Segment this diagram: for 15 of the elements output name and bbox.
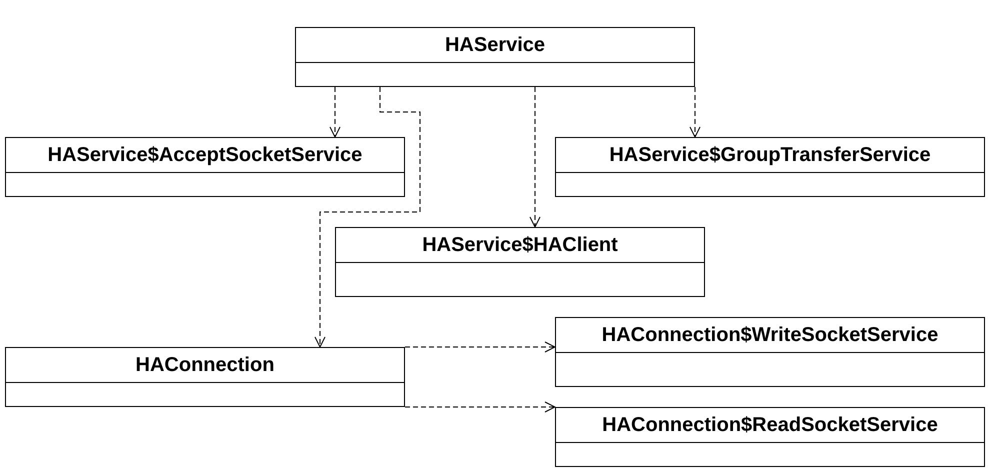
dependency-arrow: [330, 86, 340, 138]
dependency-arrow: [404, 402, 556, 412]
class-box: [555, 407, 985, 467]
dependency-arrow: [314, 86, 420, 348]
dependency-arrow: [690, 86, 700, 138]
class-name: HAService$AcceptSocketService: [46, 144, 364, 166]
class-name: HAService$GroupTransferService: [608, 144, 932, 166]
class-box: [555, 317, 985, 387]
class-box: [5, 347, 405, 407]
class-box: [295, 27, 695, 87]
class-box: [335, 227, 705, 297]
dependency-arrow: [530, 86, 540, 228]
class-box: [555, 137, 985, 197]
dependency-arrow: [404, 342, 556, 352]
class-box: [5, 137, 405, 197]
